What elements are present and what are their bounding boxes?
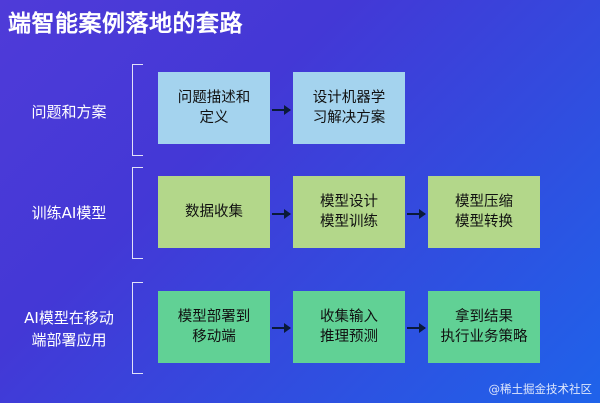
page-title: 端智能案例落地的套路 [8, 11, 243, 37]
flow-arrow [272, 105, 291, 115]
step-box: 设计机器学 习解决方案 [293, 72, 405, 144]
step-box: 拿到结果 执行业务策略 [428, 291, 540, 363]
row-bracket [132, 167, 143, 259]
step-box: 模型部署到 移动端 [158, 291, 270, 363]
row-label: 训练AI模型 [31, 204, 107, 222]
step-box: 收集输入 推理预测 [293, 291, 405, 363]
flow-arrow [407, 323, 426, 333]
flow-arrow [272, 323, 291, 333]
step-box: 问题描述和 定义 [158, 72, 270, 144]
step-box: 数据收集 [158, 176, 270, 248]
row-label: AI模型在移动 端部署应用 [24, 309, 114, 349]
flow-arrow [272, 209, 291, 219]
watermark: @稀土掘金技术社区 [488, 382, 593, 396]
step-box: 模型压缩 模型转换 [428, 176, 540, 248]
row-label: 问题和方案 [31, 103, 107, 121]
flow-arrow [407, 209, 426, 219]
row-bracket [132, 64, 143, 156]
row-bracket [132, 282, 143, 374]
step-box: 模型设计 模型训练 [293, 176, 405, 248]
